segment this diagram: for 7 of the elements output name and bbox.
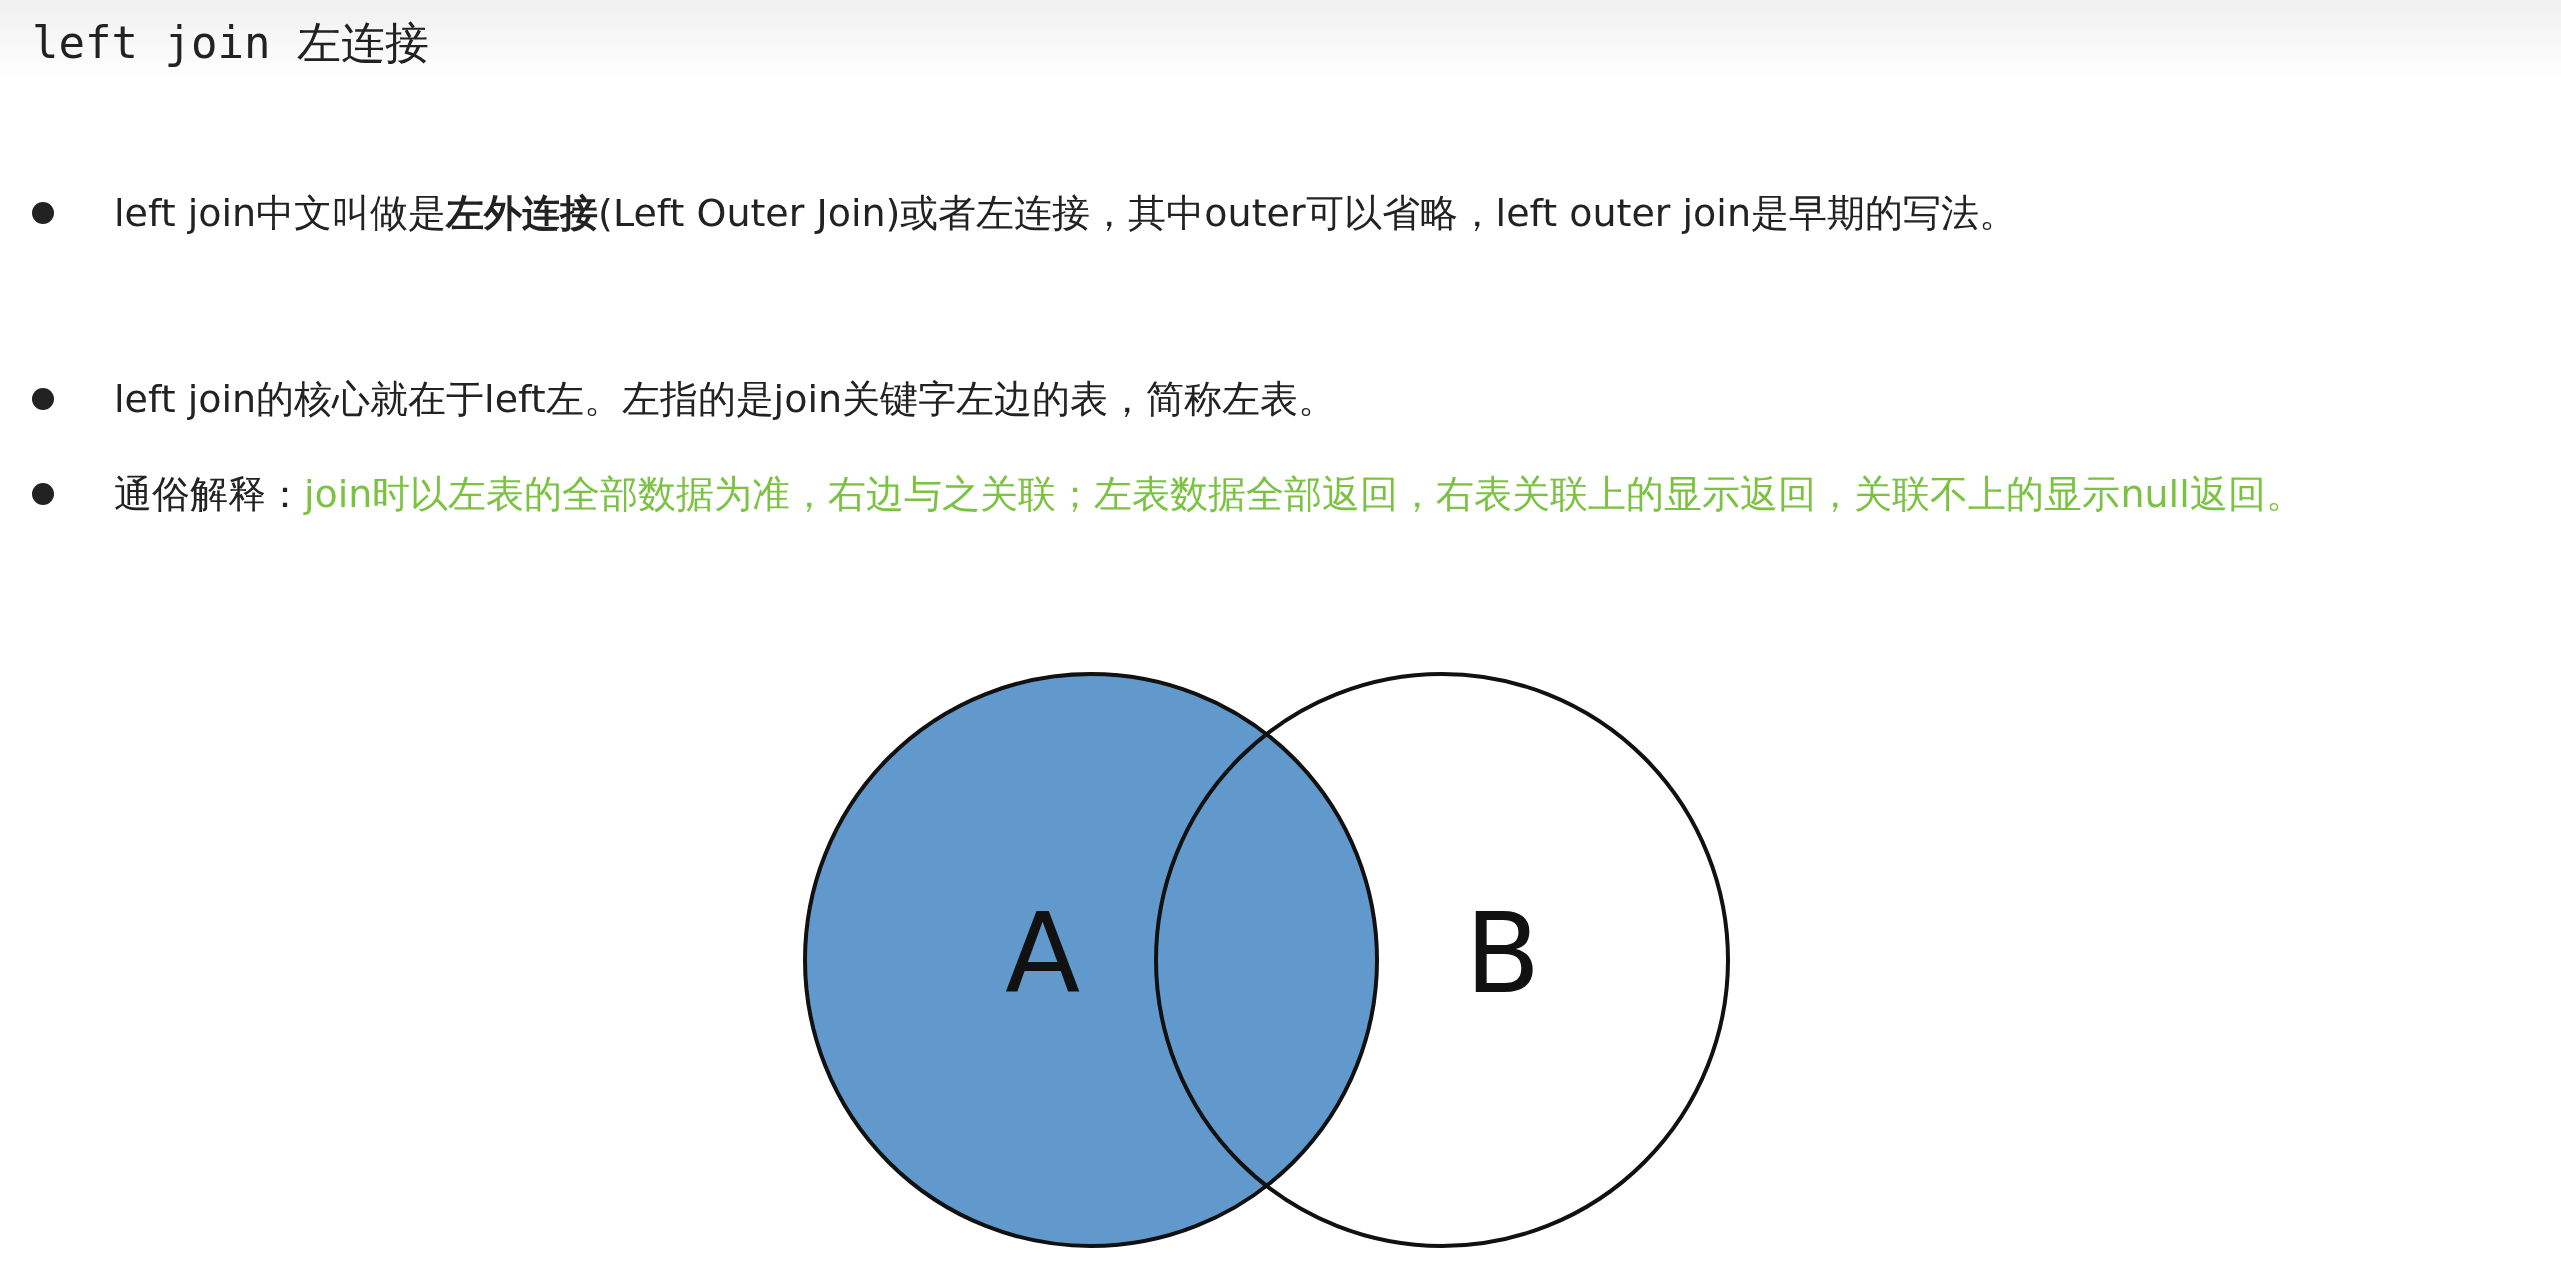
slide-title: left join 左连接: [32, 16, 429, 70]
set-label: A: [1005, 890, 1081, 1018]
bullet-text: left join中文叫做是左外连接(Left Outer Join)或者左连接，其中outer可以省略，left outer join是早期的写法。: [114, 191, 2017, 235]
bullet-text: 通俗解释：: [114, 472, 304, 516]
bullet-text: join时以左表的全部数据为准，右边与之关联；左表数据全部返回，右表关联上的显示返回，关联不上的显示null返回。: [304, 472, 2304, 516]
bullet-text: left join的核心就在于left左。左指的是join关键字左边的表，简称左表。: [114, 377, 1337, 421]
set-label: B: [1465, 890, 1541, 1018]
